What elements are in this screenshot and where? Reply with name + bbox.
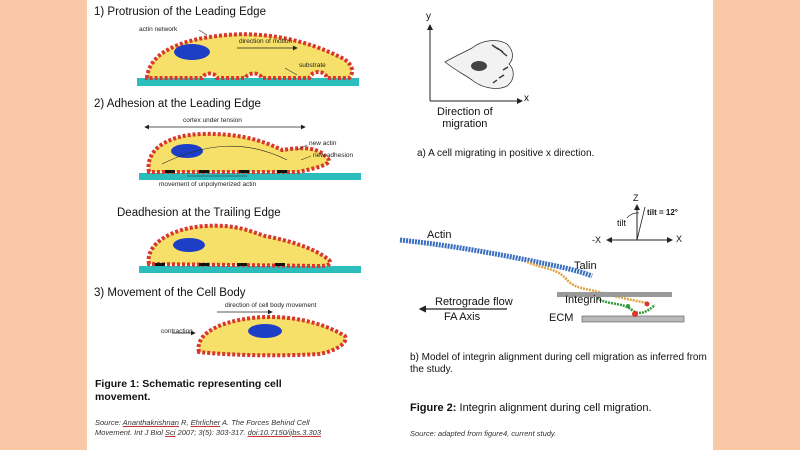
- integrin-label: Integrin: [565, 294, 602, 306]
- movement-diagram: [172, 309, 348, 358]
- integrin-chain: [596, 296, 656, 315]
- cell-body-deadhesion: [146, 223, 333, 269]
- label-cell-body-direction: direction of cell body movement: [225, 302, 317, 309]
- content-panel: 1) Protrusion of the Leading Edge 2) Adh…: [87, 0, 713, 450]
- direction-of-migration-label: Direction of migration: [437, 106, 493, 130]
- figure-1-source: Source: Ananthakrishnan R, Ehrlicher A. …: [95, 418, 335, 437]
- actin-filament: [399, 237, 593, 279]
- adhesion-diagram: [139, 124, 361, 180]
- figure-2-source: Source: adapted from figure4, current st…: [410, 429, 557, 438]
- ecm-bar: [581, 315, 685, 323]
- nucleus: [174, 44, 210, 60]
- figure-2-caption: Figure 2: Integrin alignment during cell…: [410, 402, 652, 414]
- figure-2a-caption: a) A cell migrating in positive x direct…: [417, 148, 595, 159]
- source-author-2: Ehrlicher: [190, 418, 221, 427]
- source-journal: Sci: [165, 427, 176, 437]
- source-doi-link[interactable]: doi:10.7150/ijbs.3.303: [247, 427, 321, 437]
- label-actin-network: actin network: [139, 26, 178, 33]
- source-text-2: A. The Forces Behind Cell Movement. Int …: [95, 418, 310, 437]
- retrograde-flow-label: Retrograde flow: [435, 296, 513, 308]
- source-prefix: Source:: [95, 418, 123, 427]
- axis-x-label: x: [524, 93, 529, 104]
- migration-axes-diagram: [427, 24, 523, 104]
- section-adhesion-title: 2) Adhesion at the Leading Edge: [94, 98, 261, 110]
- ecm-label: ECM: [549, 312, 574, 324]
- section-movement-title: 3) Movement of the Cell Body: [94, 287, 246, 299]
- section-deadhesion-title: Deadhesion at the Trailing Edge: [117, 207, 281, 219]
- axis-pos-x-label: X: [676, 234, 683, 244]
- axis-neg-x-label: -X: [592, 235, 601, 245]
- tilt-value-label: tilt = 12°: [647, 208, 678, 217]
- axis-y-label: y: [426, 11, 431, 22]
- cell-body-adhesion: [146, 131, 331, 174]
- label-direction-of-motion: direction of motion: [239, 38, 293, 45]
- source-text-1: R,: [178, 418, 191, 427]
- label-unpolymerized: movement of unpolymerized actin: [159, 181, 257, 188]
- substrate-bar: [137, 78, 359, 86]
- membrane-bar: [557, 292, 672, 297]
- figure-2-caption-label: Figure 2:: [410, 402, 457, 414]
- fa-axis-label: FA Axis: [444, 311, 481, 323]
- label-cortex: cortex under tension: [183, 117, 242, 124]
- tilt-label: tilt: [617, 218, 626, 228]
- figure-1-caption: Figure 1: Schematic representing cell mo…: [95, 378, 282, 403]
- label-new-adhesion: new adhesion: [313, 152, 354, 159]
- label-contraction: contraction: [161, 328, 193, 335]
- deadhesion-diagram: [139, 223, 361, 273]
- source-author-1: Ananthakrishnan: [122, 418, 179, 427]
- label-substrate: substrate: [299, 62, 326, 69]
- figure-2b-caption: b) Model of integrin alignment during ce…: [410, 352, 707, 375]
- integrin-model-diagram: [399, 204, 685, 323]
- source-text-3: 2007; 3(5): 303-317.: [175, 427, 248, 437]
- actin-label: Actin: [427, 229, 452, 241]
- label-new-actin: new actin: [309, 140, 337, 147]
- protrusion-diagram: [137, 29, 359, 86]
- talin-chain: [526, 260, 648, 305]
- axis-z-label: Z: [633, 193, 639, 203]
- talin-label: Talin: [574, 260, 597, 272]
- section-protrusion-title: 1) Protrusion of the Leading Edge: [94, 6, 266, 18]
- figure-2-caption-text: Integrin alignment during cell migration…: [456, 402, 652, 414]
